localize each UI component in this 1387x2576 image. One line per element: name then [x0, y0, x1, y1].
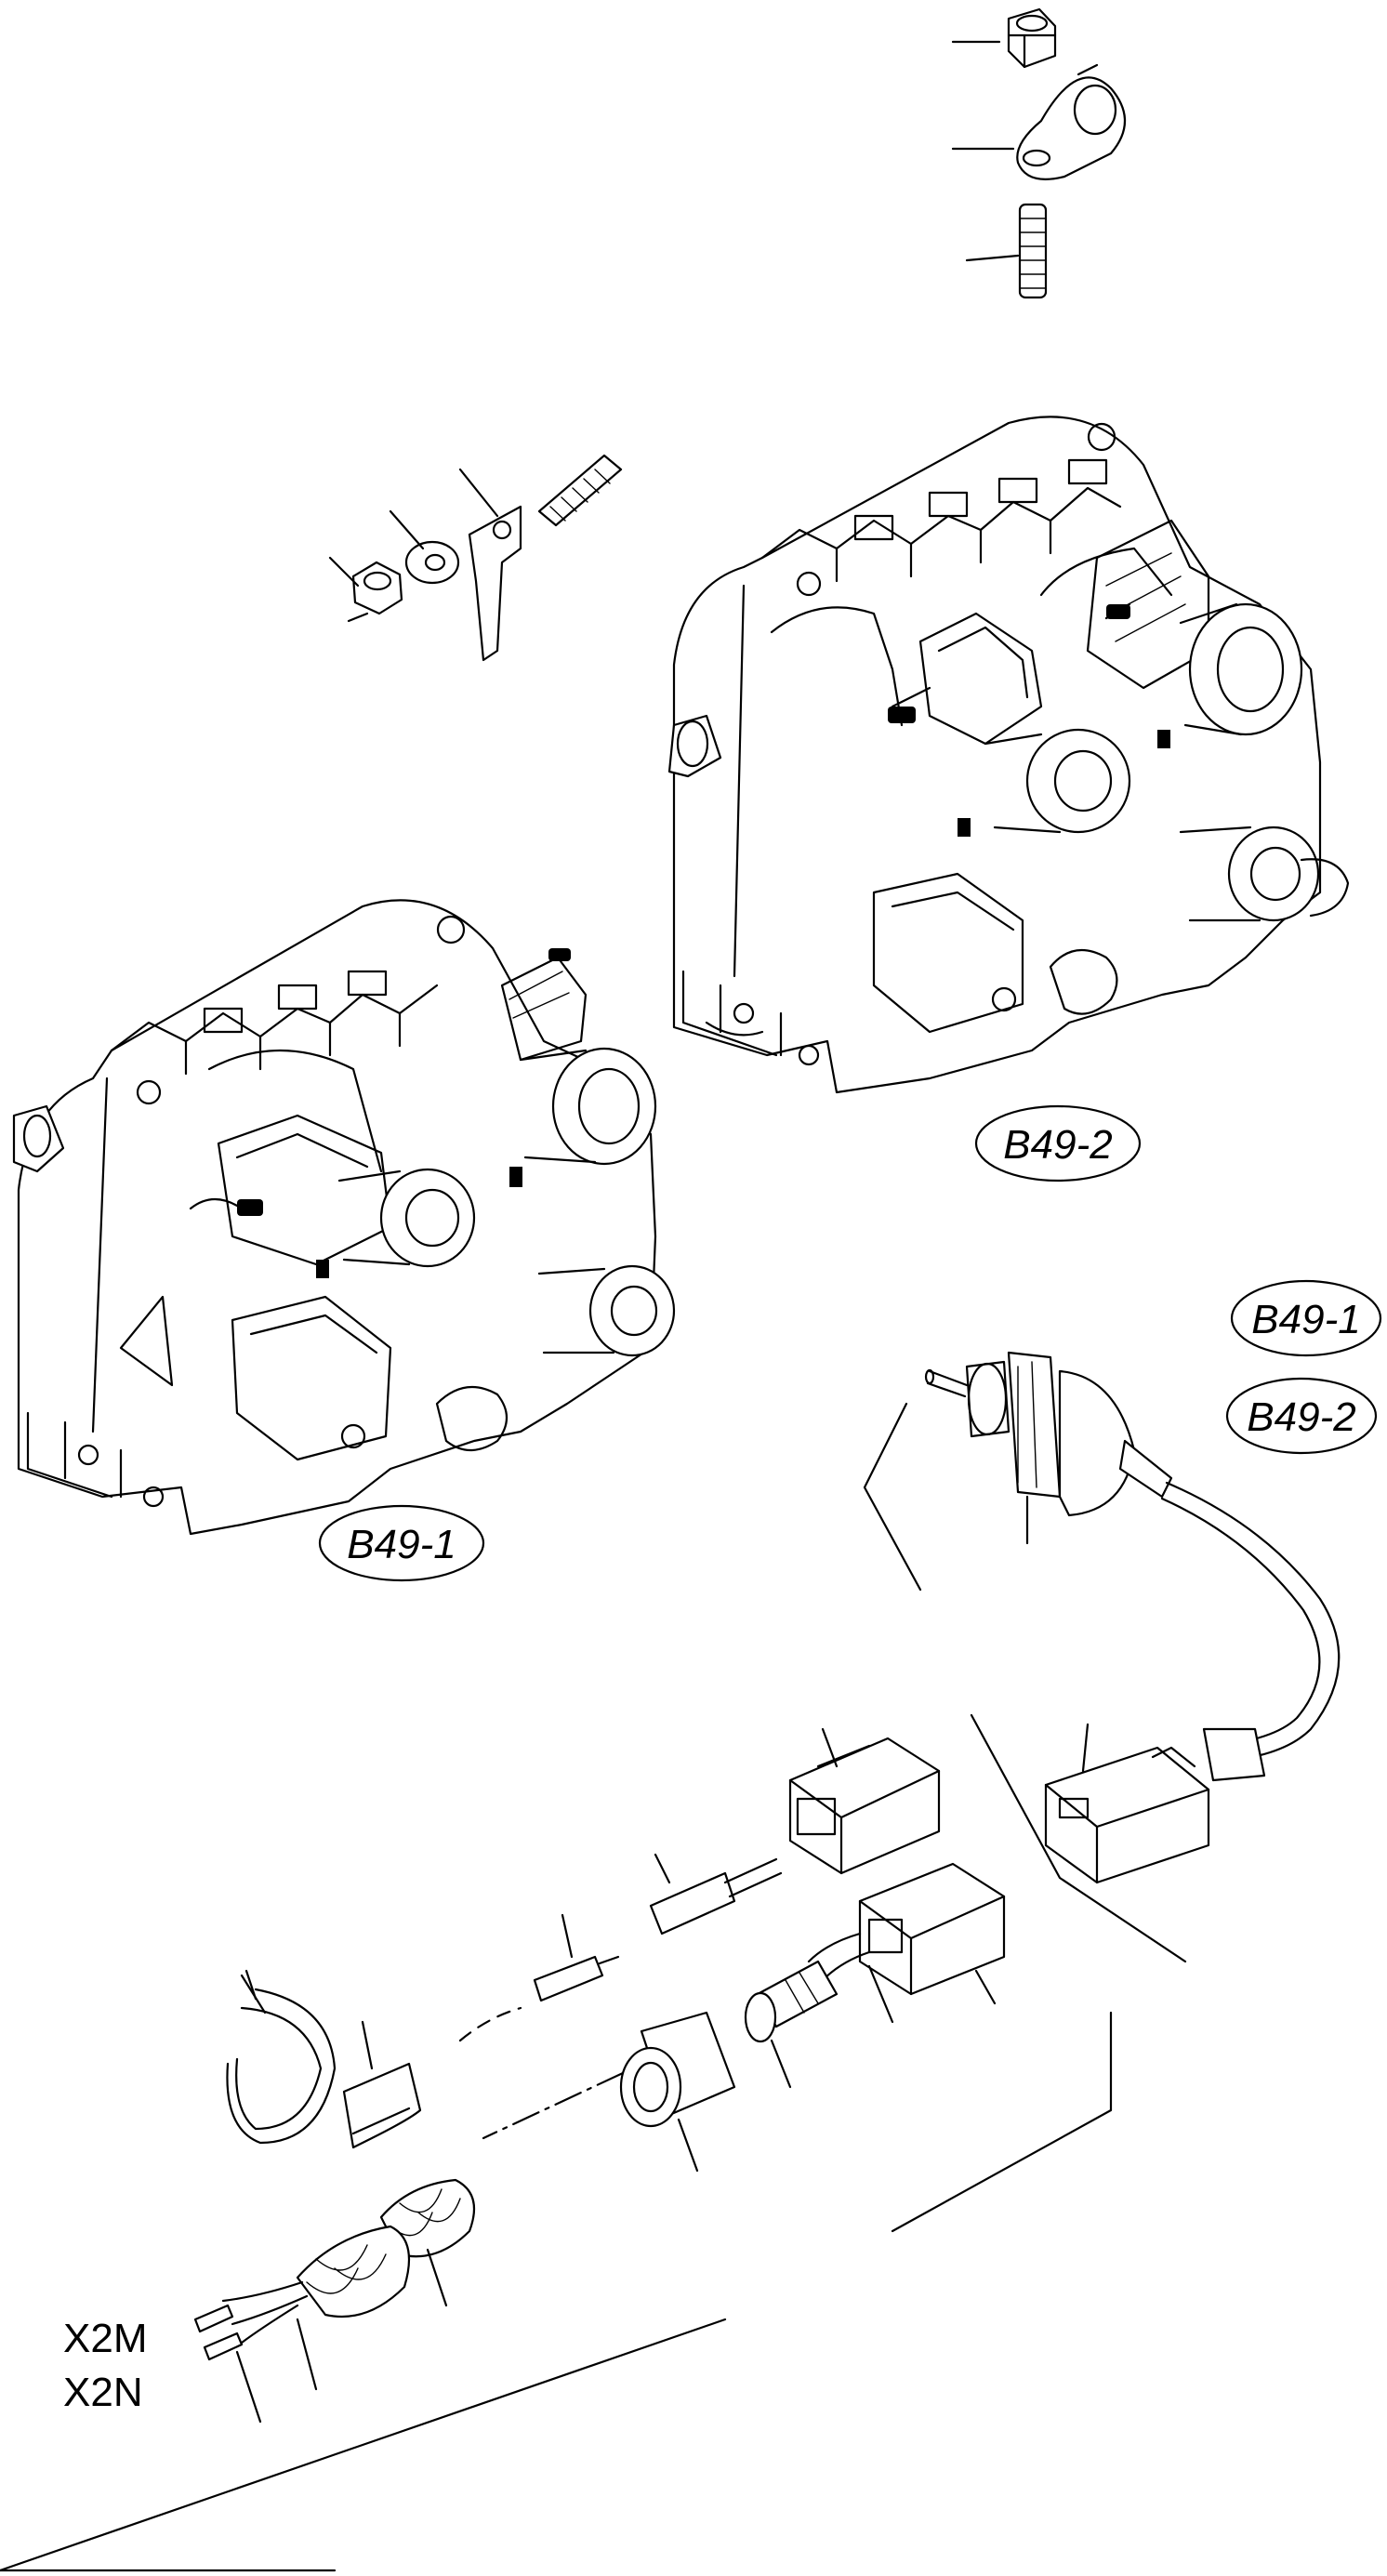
clamp-assembly-top	[951, 7, 1127, 299]
wire-label-x2m: X2M	[63, 2316, 147, 2361]
gearbox-b49-2: B49-2	[667, 416, 1350, 1182]
gearbox-b49-1: B49-1	[12, 899, 676, 1582]
callout-sensor-b49-2: B49-2	[1247, 1394, 1355, 1440]
wire-label-x2n: X2N	[63, 2370, 143, 2415]
bracket-hardware	[328, 454, 623, 662]
callout-sensor-b49-1: B49-1	[1251, 1297, 1360, 1342]
pressure-sensor-harness: B49-1 B49-2	[863, 1279, 1382, 1884]
callout-b49-1: B49-1	[347, 1522, 456, 1567]
assembly-boundary-lines	[0, 1713, 1187, 2572]
callout-b49-2: B49-2	[1003, 1122, 1112, 1168]
connector-exploded-parts: X2M X2N	[63, 1727, 1006, 2424]
